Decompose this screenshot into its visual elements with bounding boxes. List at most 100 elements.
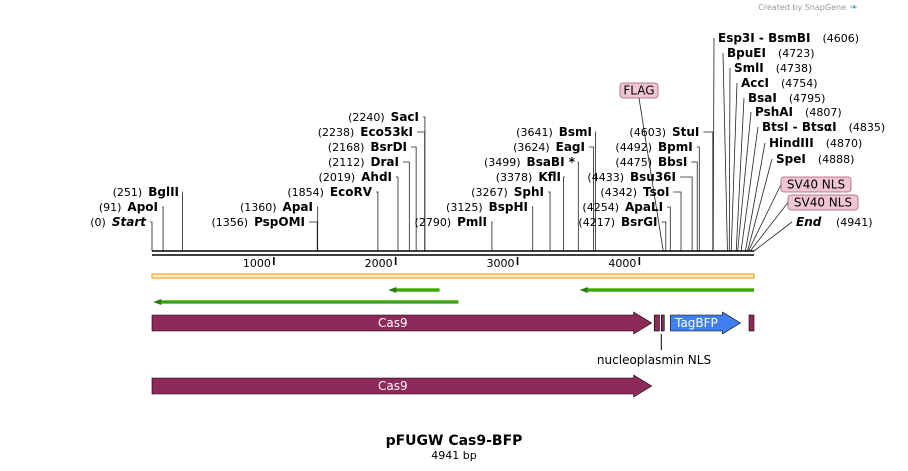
site-end: End (4941) [796, 215, 873, 229]
primer-arrow-head [579, 287, 588, 293]
site-bsabi-: BsaBI * (3499) [484, 155, 576, 169]
restriction-sites: Start(0)ApoI(91)BglII(251)PspOMI(1356)Ap… [90, 31, 885, 229]
site-position: (3641) [516, 126, 553, 139]
site-position: (3499) [484, 156, 521, 169]
site-position: (3378) [496, 171, 533, 184]
site-name: BglII [148, 185, 179, 199]
site-position: (4807) [805, 106, 842, 119]
site-position: (4870) [826, 137, 863, 150]
feature-cas9: Cas9 [151, 311, 653, 335]
site-hindiii: HindIII(4870) [769, 136, 862, 150]
site-connector [396, 176, 399, 251]
site-position: (1854) [287, 186, 324, 199]
site-connector [150, 221, 153, 251]
translation-cas9-label: Cas9 [378, 379, 408, 393]
site-connector [661, 221, 667, 251]
site-spei: SpeI (4888) [776, 152, 854, 166]
tag-box [619, 82, 659, 99]
site-connector [577, 161, 579, 251]
site-name: BspHI [489, 200, 528, 214]
tag-flag: FLAG [619, 82, 659, 99]
site-name: PspOMI [254, 215, 305, 229]
site-position: (4754) [781, 77, 818, 90]
site-name: End [796, 215, 822, 229]
feature-nls-small [653, 314, 660, 332]
site-connector [309, 221, 318, 251]
site-bsu36i: Bsu36I(4433) [587, 170, 676, 184]
site-connector [712, 37, 715, 252]
site-position: (0) [90, 216, 106, 229]
site-name: AhdI [361, 170, 392, 184]
site-connector [376, 191, 379, 251]
primer-arrow [388, 287, 440, 293]
site-name: DraI [371, 155, 399, 169]
site-name: SpeI [776, 152, 806, 166]
translation-cas9-shape [151, 374, 653, 398]
site-name: BpuEI [727, 46, 766, 60]
site-bsai: BsaI(4795) [748, 91, 825, 105]
site-name: AccI [741, 76, 769, 90]
site-name: SmlI [734, 61, 764, 75]
site-position: (4723) [778, 47, 815, 60]
site-position: (4795) [789, 92, 826, 105]
site-connector [722, 52, 728, 252]
tag-box [780, 176, 852, 193]
site-connector [728, 67, 731, 252]
site-name: PmlI [457, 215, 487, 229]
orf-track [151, 273, 755, 279]
feature-tagbfp: TagBFP [670, 311, 742, 335]
site-apai: ApaI(1360) [240, 200, 313, 214]
nucleoplasmin-nls-label: nucleoplasmin NLS [597, 353, 711, 367]
tag-box [787, 194, 859, 211]
snapgene-logo-icon: ❧ [850, 3, 858, 13]
site-position: (4603) [629, 126, 666, 139]
site-name: ApoI [127, 200, 158, 214]
tag-sv40-nls: SV40 NLS [780, 176, 852, 193]
site-position: (4941) [836, 216, 873, 229]
primer-arrow [579, 287, 754, 293]
site-connector [740, 126, 759, 252]
site-bsmi: BsmI(3641) [516, 125, 592, 139]
site-name: EcoRV [330, 185, 373, 199]
translation-cas9: Cas9 [151, 374, 653, 398]
feature-tagbfp-shape [670, 311, 742, 335]
site-position: (4254) [582, 201, 619, 214]
site-pmli: PmlI (2790) [415, 215, 487, 229]
site-start: Start(0) [90, 215, 147, 229]
site-btsi-bts-i: BtsI - BtsαI(4835) [762, 120, 885, 134]
site-eagi: EagI(3624) [513, 140, 585, 154]
site-position: (4835) [849, 121, 886, 134]
tag-sv40-nls: SV40 NLS [787, 194, 859, 211]
tag-connector [749, 202, 789, 252]
site-position: (4606) [822, 32, 859, 45]
site-position: (2168) [328, 141, 365, 154]
site-bsrgi: BsrGI(4217) [578, 215, 657, 229]
site-connector [162, 206, 164, 251]
site-name: BsaBI * [527, 155, 576, 169]
primer-arrow-head [388, 287, 397, 293]
site-ecorv: EcoRV (1854) [287, 185, 372, 199]
site-sphi: SphI(3267) [471, 185, 544, 199]
site-name: ApaI [283, 200, 313, 214]
credit-text: Created by SnapGene [758, 3, 846, 12]
site-connector [317, 206, 319, 251]
site-name: BbsI [658, 155, 687, 169]
site-name: StuI [672, 125, 699, 139]
feature-tags: FLAG SV40 NLS SV40 NLS [619, 82, 859, 211]
primer-arrow-head [153, 299, 162, 305]
site-acci: AccI (4754) [741, 76, 818, 90]
site-name: Eco53kI [360, 125, 413, 139]
site-name: TsoI [643, 185, 669, 199]
ruler-tick-label: 1000 [243, 257, 271, 270]
site-position: (2238) [318, 126, 355, 139]
site-position: (4342) [600, 186, 637, 199]
site-connector [491, 221, 493, 251]
site-apoi: ApoI(91) [99, 200, 158, 214]
site-position: (4738) [776, 62, 813, 75]
site-position: (2790) [415, 216, 452, 229]
tag-label: SV40 NLS [794, 196, 852, 210]
site-position: (2112) [328, 156, 365, 169]
site-position: (4888) [818, 153, 855, 166]
site-name: PshAI [755, 105, 793, 119]
